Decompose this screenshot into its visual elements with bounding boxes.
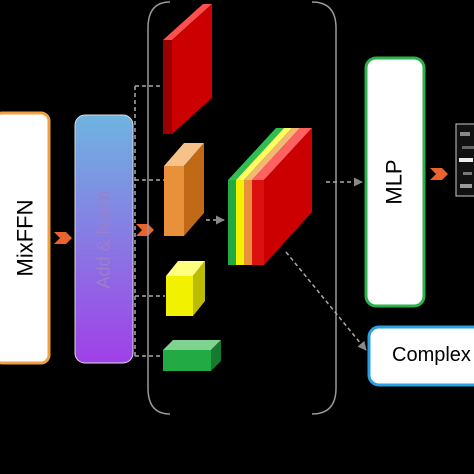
chevron-arrow-icon — [430, 168, 448, 180]
chevron-arrow-icon — [54, 232, 72, 244]
mlp-block — [364, 56, 426, 308]
group-bracket — [311, 1, 337, 415]
chevron-arrow-icon — [136, 224, 154, 236]
complex-block — [367, 325, 474, 387]
fused-feature-stack — [228, 128, 312, 265]
output-thumbnail — [455, 123, 474, 197]
mixffn-block — [0, 111, 51, 365]
group-bracket — [147, 1, 171, 415]
dashed-arrow — [285, 251, 367, 351]
red-feature-map — [163, 4, 212, 134]
green-feature-map — [163, 340, 221, 371]
orange-feature-map — [164, 143, 204, 236]
yellow-feature-map — [166, 261, 205, 316]
add-norm-block — [74, 114, 134, 364]
dashed-connectors — [134, 85, 165, 357]
